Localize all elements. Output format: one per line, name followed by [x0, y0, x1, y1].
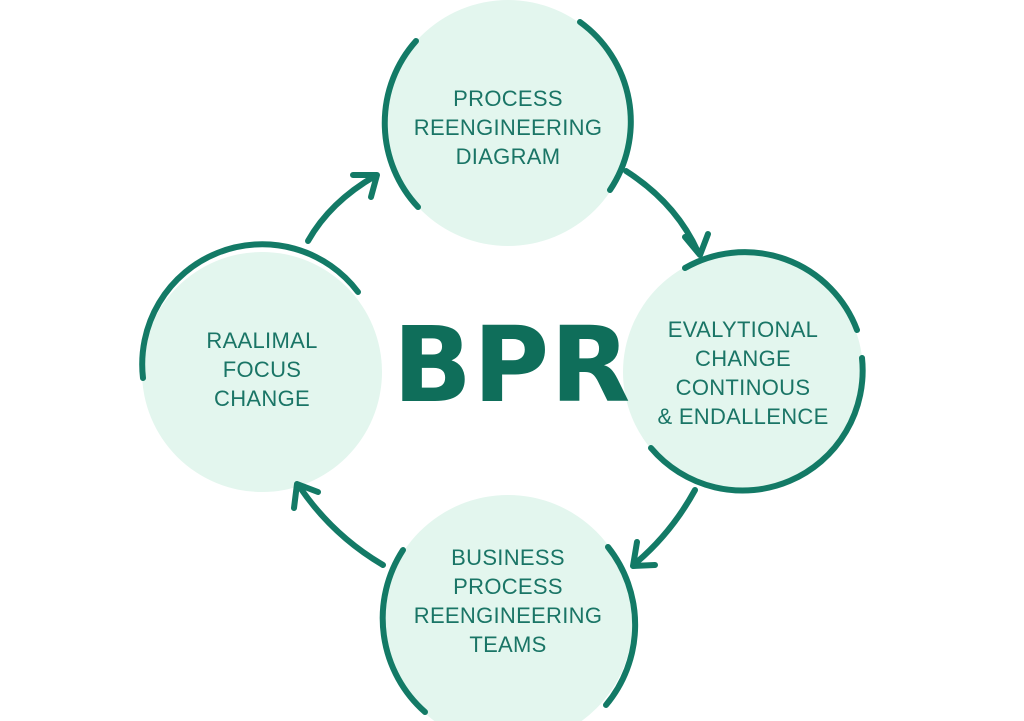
- arrow-right-to-bottom: [634, 487, 698, 565]
- node-top-line-1: PROCESS: [453, 85, 563, 111]
- node-circle-top: [385, 0, 631, 246]
- top-rim-arc-right: [577, 19, 634, 193]
- node-bottom-line-4: TEAMS: [469, 632, 547, 657]
- arrowhead-bottom-icon: [630, 539, 658, 569]
- right-rim-arc-top: [682, 249, 860, 333]
- arrowhead-left-icon: [291, 481, 321, 511]
- bottom-rim-arc-right: [603, 544, 639, 708]
- node-right-line-2: CHANGE: [695, 346, 791, 371]
- left-rim-arc: [139, 241, 361, 381]
- node-label-right: EVALYTIONAL CHANGE CONTINOUS & ENDALLENC…: [633, 312, 853, 434]
- node-label-bottom: BUSINESS PROCESS REENGINEERING TEAMS: [398, 540, 618, 662]
- top-rim-arc-left: [381, 38, 421, 210]
- node-left-line-3: CHANGE: [214, 385, 310, 411]
- right-rim-arc-right: [648, 355, 866, 494]
- arrow-top-to-right: [623, 168, 701, 255]
- node-top-line-3: DIAGRAM: [455, 143, 561, 169]
- node-bottom-line-2: PROCESS: [453, 574, 563, 599]
- node-circle-bottom: [383, 495, 633, 721]
- node-circle-right: [623, 252, 863, 492]
- arrowhead-top-icon: [350, 172, 380, 200]
- node-left-line-2: FOCUS: [222, 356, 302, 382]
- arrowhead-right-icon: [682, 231, 711, 258]
- bottom-rim-arc-left: [379, 547, 428, 715]
- node-bottom-line-1: BUSINESS: [451, 545, 565, 570]
- center-title: BPR: [392, 304, 632, 426]
- arrow-bottom-to-left: [296, 483, 386, 568]
- node-label-left: RAALIMAL FOCUS CHANGE: [152, 324, 372, 414]
- node-right-line-3: CONTINOUS: [675, 375, 811, 400]
- node-top-line-2: REENGINEERING: [413, 114, 603, 140]
- node-right-line-4: & ENDALLENCE: [657, 404, 829, 429]
- node-right-line-1: EVALYTIONAL: [667, 317, 819, 342]
- node-label-top: PROCESS REENGINEERING DIAGRAM: [398, 82, 618, 172]
- node-circle-left: [142, 252, 382, 492]
- node-left-line-1: RAALIMAL: [206, 327, 318, 353]
- node-bottom-line-3: REENGINEERING: [413, 603, 603, 628]
- arrow-left-to-top: [305, 173, 378, 244]
